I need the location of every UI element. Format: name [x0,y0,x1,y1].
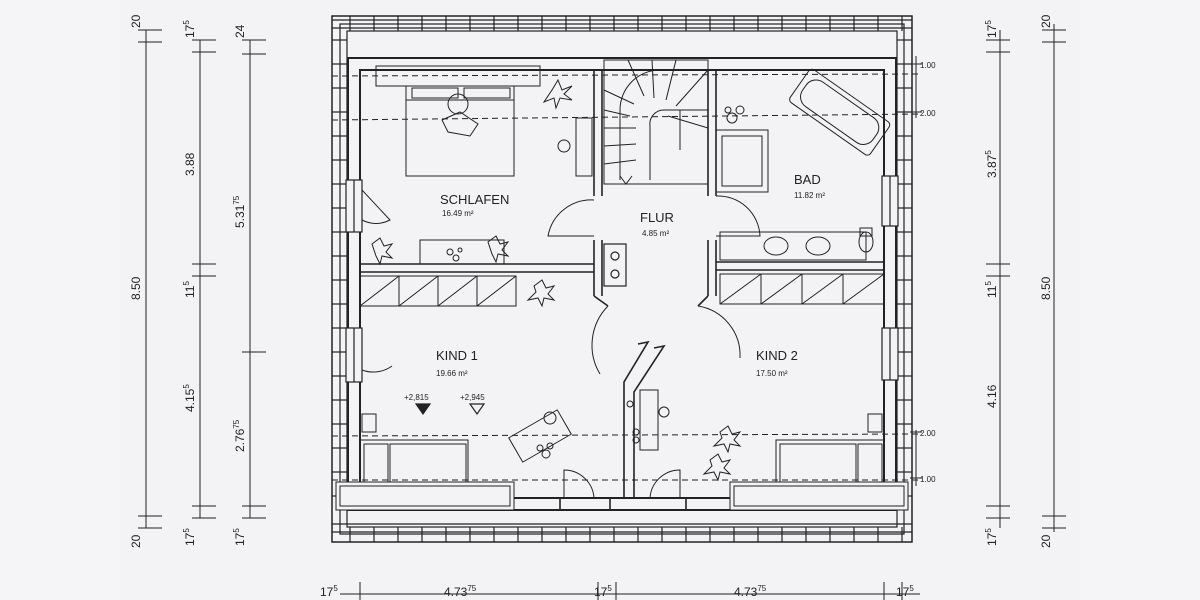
right-col1-upper: 3.87 [985,154,999,178]
left-col2-top-sup: 5 [182,20,191,25]
exterior-walls [347,57,897,511]
room-flur-name: FLUR [640,210,674,225]
bottom-dim-e-sup: 5 [909,584,914,593]
right-col1-top-sup: 5 [984,20,993,25]
room-kind1-name: KIND 1 [436,348,478,363]
left-col2-lower: 4.15 [183,388,197,412]
left-col2-mid-sup: 5 [182,281,191,286]
right-col2-top: 20 [1039,14,1053,28]
svg-text:4.7375: 4.7375 [734,584,767,599]
height-bottom-2: 2.00 [920,429,936,438]
height-top-2: 2.00 [920,109,936,118]
bottom-dim-b-sup: 75 [467,584,476,593]
room-flur-area: 4.85 m² [642,229,669,238]
level-label-b: +2,945 [460,393,485,402]
svg-text:4.155: 4.155 [182,384,197,412]
svg-text:2.7675: 2.7675 [232,419,247,452]
left-col2-bottom-sup: 5 [182,528,191,533]
right-col2-bottom: 20 [1039,534,1053,548]
svg-text:175: 175 [594,584,612,599]
right-dimension-text: 175 3.875 115 4.16 175 20 8.50 20 [984,14,1053,548]
left-col3-top: 24 [233,24,247,38]
bottom-dim-b: 4.73 [444,585,468,599]
room-schlafen-name: SCHLAFEN [440,192,509,207]
right-col1-bottom: 17 [985,532,999,546]
room-kind2-name: KIND 2 [756,348,798,363]
staircase [603,59,709,185]
bottom-dim-e: 17 [896,585,910,599]
svg-text:4.7375: 4.7375 [444,584,477,599]
slope-lines [331,73,921,481]
right-col1-top: 17 [985,24,999,38]
room-kind1-area: 19.66 m² [436,369,468,378]
kind1-furniture [335,279,572,511]
chimney [603,243,627,287]
svg-text:175: 175 [182,528,197,546]
svg-text:175: 175 [232,528,247,546]
right-dimension-lines [986,24,1066,532]
right-col1-upper-sup: 5 [984,150,993,155]
left-col2-bottom: 17 [183,532,197,546]
floor-plan: SCHLAFEN 16.49 m² FLUR 4.85 m² BAD 11.82… [129,14,1066,600]
bottom-dim-d: 4.73 [734,585,758,599]
room-bad-name: BAD [794,172,821,187]
svg-text:175: 175 [320,584,338,599]
bottom-dim-c: 17 [594,585,608,599]
roof-eaves [331,15,913,543]
kind2-furniture [626,389,909,511]
height-bottom-1: 1.00 [920,475,936,484]
plan-sheet: SCHLAFEN 16.49 m² FLUR 4.85 m² BAD 11.82… [120,0,1080,600]
level-markers [414,403,486,416]
svg-text:175: 175 [182,20,197,38]
bathroom-fixtures [715,68,891,261]
right-col1-bottom-sup: 5 [984,528,993,533]
svg-text:115: 115 [182,281,197,298]
right-col1-mid: 11 [985,285,999,298]
room-bad-area: 11.82 m² [794,191,825,200]
height-top-1: 1.00 [920,61,936,70]
room-schlafen-area: 16.49 m² [442,209,474,218]
left-col1-main: 8.50 [129,276,143,300]
height-ticks [910,56,922,486]
bottom-dim-c-sup: 5 [607,584,612,593]
svg-text:175: 175 [984,20,999,38]
bottom-dim-a: 17 [320,585,334,599]
room-kind2-area: 17.50 m² [756,369,788,378]
svg-text:5.3175: 5.3175 [232,195,247,228]
left-col1-top: 20 [129,14,143,28]
bottom-dim-a-sup: 5 [333,584,338,593]
doors [361,188,761,499]
height-labels: 1.00 2.00 2.00 1.00 [920,61,936,484]
left-dimension-lines [138,29,266,529]
room-labels: SCHLAFEN 16.49 m² FLUR 4.85 m² BAD 11.82… [436,172,825,378]
svg-text:115: 115 [984,281,999,298]
left-col1-bottom: 20 [129,534,143,548]
left-col2-mid: 11 [183,285,197,298]
svg-text:3.875: 3.875 [984,150,999,178]
right-col1-lower: 4.16 [985,384,999,408]
bottom-dimension-text: 175 4.7375 175 4.7375 175 [320,584,914,599]
level-label-a: +2,815 [404,393,429,402]
bedroom-furniture [371,65,593,266]
right-col2-main: 8.50 [1039,276,1053,300]
right-col1-mid-sup: 5 [984,281,993,286]
bottom-dim-d-sup: 75 [757,584,766,593]
left-col3-bottom-sup: 5 [232,528,241,533]
left-col2-upper: 3.88 [183,152,197,176]
left-dimension-text: 20 8.50 20 175 3.88 115 4.155 175 24 5.3… [129,14,247,548]
windows [345,175,899,383]
level-labels: +2,815 +2,945 [404,393,485,402]
left-col3-lower: 2.76 [233,428,247,452]
left-col3-upper: 5.31 [233,204,247,228]
bottom-dimension-lines [340,582,920,600]
left-col2-top: 17 [183,24,197,38]
svg-text:175: 175 [896,584,914,599]
built-in-cupboards [359,273,885,307]
left-col3-lower-sup: 75 [232,419,241,428]
svg-text:175: 175 [984,528,999,546]
left-col2-lower-sup: 5 [182,384,191,389]
left-col3-upper-sup: 75 [232,195,241,204]
left-col3-bottom: 17 [233,532,247,546]
